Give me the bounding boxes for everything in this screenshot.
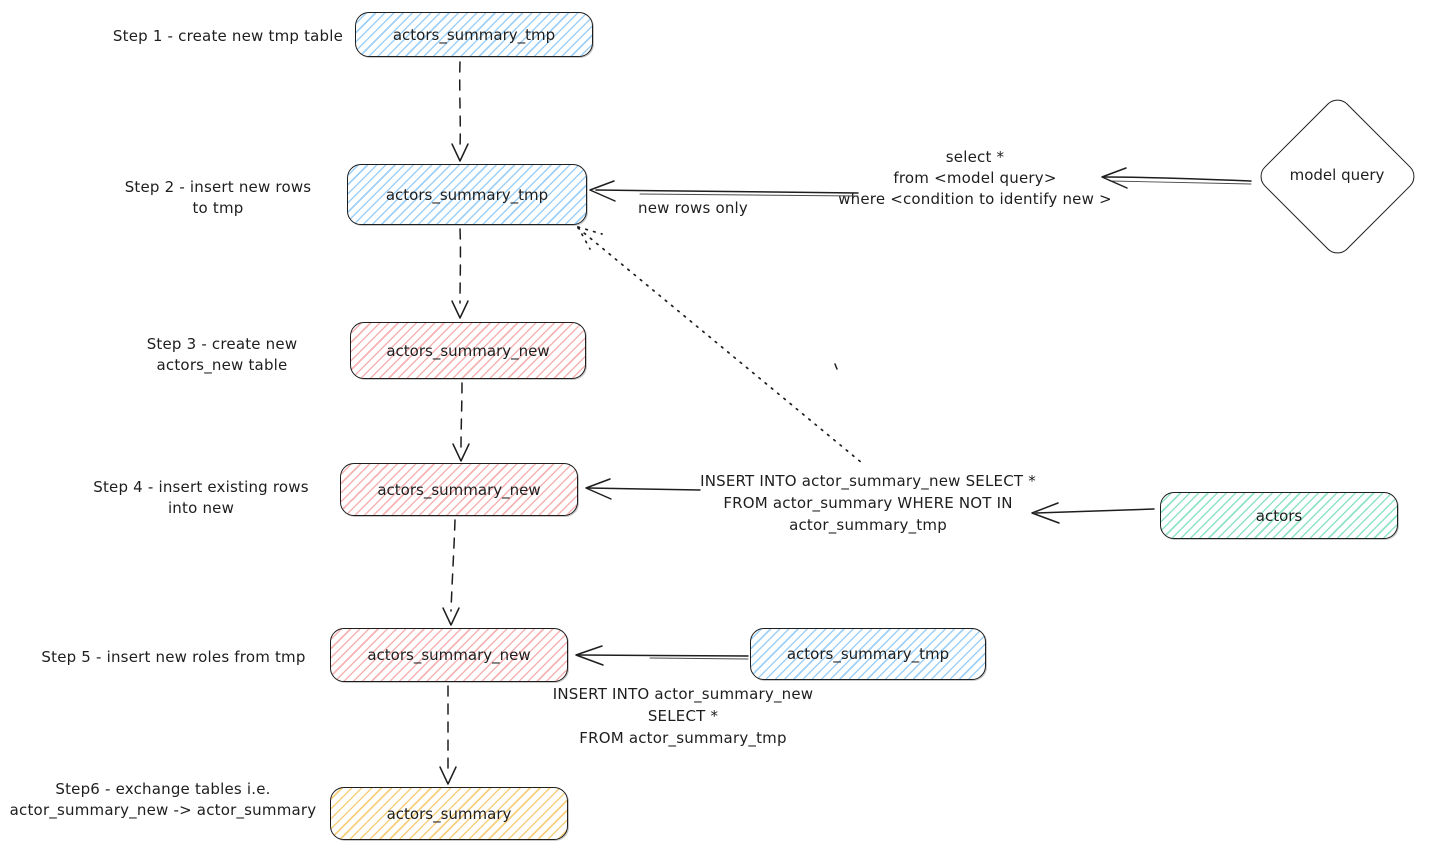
insert-new-roles-annotation: INSERT INTO actor_summary_new SELECT * F…: [552, 685, 814, 747]
insert-existing-annotation: INSERT INTO actor_summary_new SELECT * F…: [700, 472, 1036, 534]
dotted-link-insert-to-step2: [577, 226, 863, 464]
arrow-step1-to-step2: [451, 61, 469, 162]
arrow-step4-to-step5: [442, 519, 460, 626]
node-step2-actors-summary-tmp[interactable]: actors_summary_tmp: [347, 164, 587, 225]
node-label: actors_summary_new: [367, 646, 531, 664]
model-query-label: model query: [1289, 166, 1385, 184]
arrow-tmp-to-step5: [575, 645, 749, 666]
node-step6-actors-summary[interactable]: actors_summary: [330, 787, 568, 840]
step-4-label: Step 4 - insert existing rows into new: [93, 478, 309, 517]
new-rows-only-annotation: new rows only: [638, 199, 748, 217]
step-5-label: Step 5 - insert new roles from tmp: [41, 648, 306, 666]
node-label: actors_summary_new: [377, 480, 541, 499]
node-step1-actors-summary-tmp[interactable]: actors_summary_tmp: [355, 12, 593, 57]
arrow-step3-to-step4: [452, 382, 470, 462]
step-3-label: Step 3 - create new actors_new table: [146, 335, 298, 374]
node-step4-actors-summary-new[interactable]: actors_summary_new: [340, 463, 578, 516]
node-label: actors_summary_tmp: [786, 645, 950, 663]
node-label: actors: [1255, 506, 1303, 525]
arrow-step2-to-step3: [451, 228, 469, 319]
node-label: actors_summary_new: [386, 341, 550, 360]
step-6-label: Step6 - exchange tables i.e. actor_summa…: [9, 780, 317, 819]
step-2-label: Step 2 - insert new rows to tmp: [124, 178, 312, 217]
arrow-step5-to-step6: [439, 685, 457, 785]
node-label: actors_summary_tmp: [392, 25, 556, 44]
node-actors-source[interactable]: actors: [1160, 492, 1398, 539]
node-label: actors_summary_tmp: [385, 185, 549, 204]
select-query-annotation: select * from <model query> where <condi…: [838, 148, 1112, 208]
node-tmp-source[interactable]: actors_summary_tmp: [750, 628, 986, 680]
node-label: actors_summary: [386, 804, 512, 823]
node-step5-actors-summary-new[interactable]: actors_summary_new: [330, 628, 568, 682]
stray-mark: [834, 363, 838, 370]
step-1-label: Step 1 - create new tmp table: [112, 27, 344, 45]
node-step3-actors-summary-new[interactable]: actors_summary_new: [350, 322, 586, 379]
